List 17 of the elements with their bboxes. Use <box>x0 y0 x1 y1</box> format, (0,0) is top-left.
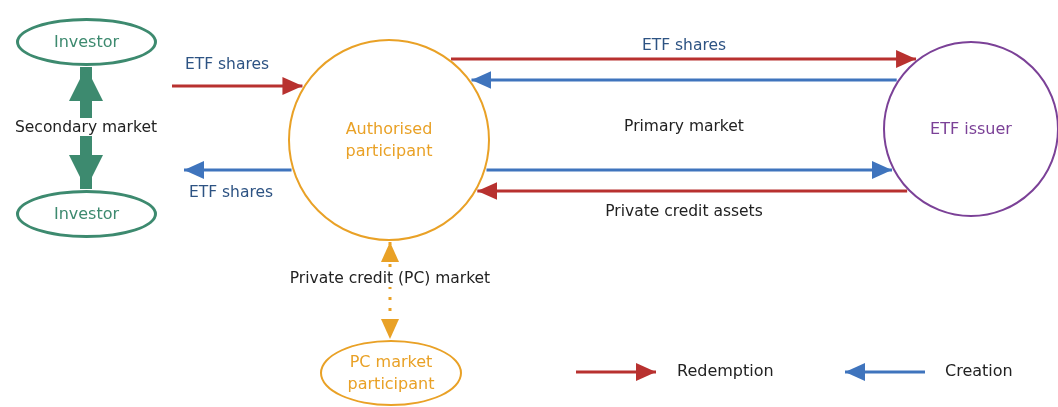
node-label: Authorised participant <box>344 118 434 162</box>
node-label: PC market participant <box>346 351 436 395</box>
arrow <box>172 77 303 95</box>
node-label: Investor <box>53 31 120 53</box>
arrow <box>451 50 917 68</box>
market-label: Primary market <box>622 117 746 135</box>
arrow <box>471 71 897 89</box>
legend-text: Redemption <box>677 361 774 380</box>
arrow <box>486 161 892 179</box>
node-label: ETF issuer <box>930 118 1012 140</box>
arrow <box>69 67 103 189</box>
arrow <box>477 182 908 200</box>
edge-label: Secondary market <box>13 118 159 136</box>
arrow <box>184 161 292 179</box>
node-label: Investor <box>53 203 120 225</box>
legend-text: Creation <box>945 361 1013 380</box>
arrow <box>381 242 399 339</box>
